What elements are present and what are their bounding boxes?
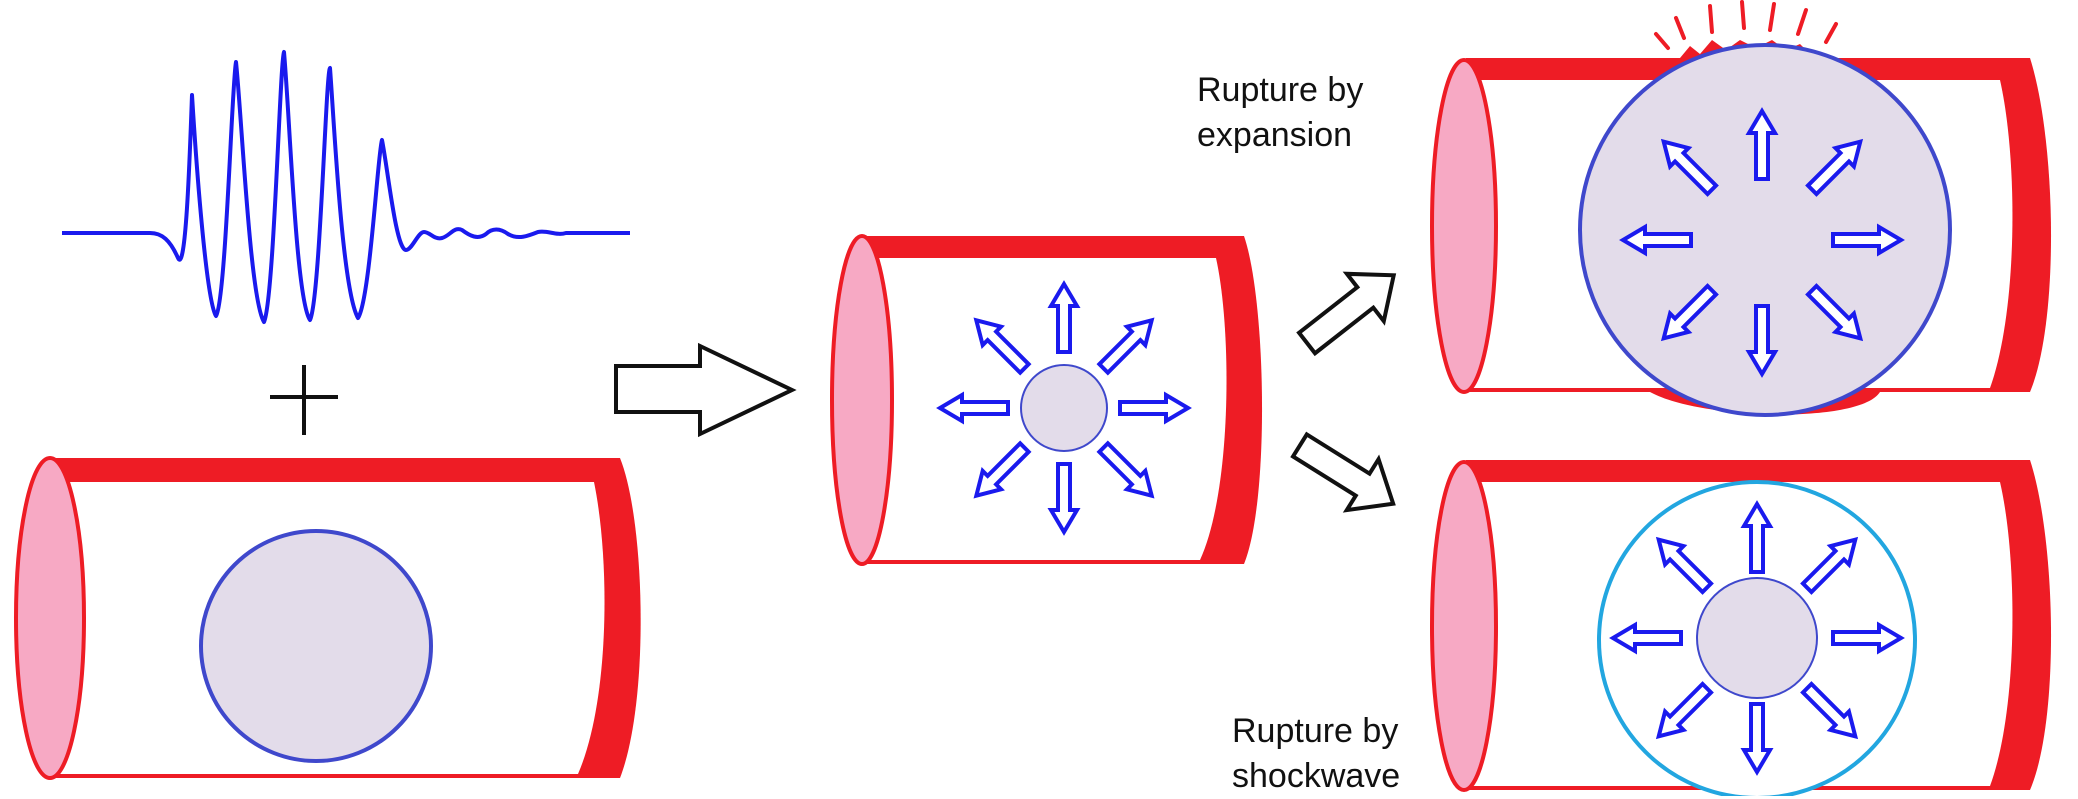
caption-rupture-by-expansion: Rupture by expansion — [1197, 68, 1363, 158]
caption-line: Rupture by — [1197, 71, 1364, 109]
hollow-right-arrow-icon — [614, 342, 797, 438]
vessel-opening — [1430, 58, 1498, 394]
compressed-bubble — [1020, 364, 1108, 452]
vessel-opening — [14, 456, 86, 780]
vessel-compression — [830, 234, 1263, 566]
vessel-opening — [830, 234, 894, 566]
rupture-burst-marks — [1654, 0, 1838, 50]
caption-line: Rupture by — [1232, 712, 1399, 750]
ultrasound-pulse-waveform — [62, 50, 630, 324]
caption-rupture-by-shockwave: Rupture by shockwave — [1232, 709, 1400, 799]
caption-line: shockwave — [1232, 757, 1401, 795]
vessel-with-bubble — [14, 456, 641, 780]
branch-arrow-down-icon — [1290, 431, 1396, 513]
branch-arrow-up-icon — [1296, 271, 1397, 357]
collapsed-bubble — [1696, 577, 1818, 699]
caption-line: expansion — [1197, 116, 1353, 154]
plus-icon — [270, 365, 338, 435]
bubble — [199, 529, 433, 763]
vessel-shockwave-rupture — [1430, 460, 2052, 796]
vessel-opening — [1430, 460, 1498, 792]
vessel-expansion-rupture — [1430, 0, 2052, 417]
